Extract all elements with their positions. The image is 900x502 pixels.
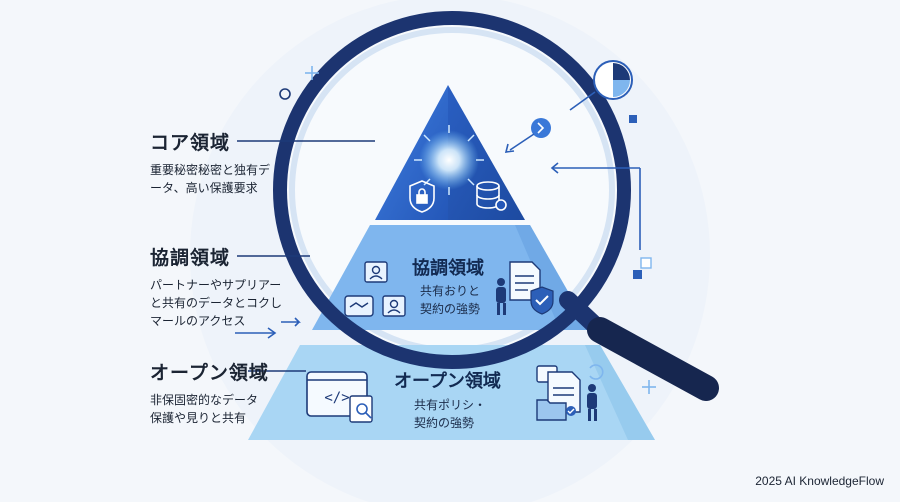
svg-text:</>: </> bbox=[324, 390, 349, 406]
folder-icon bbox=[536, 365, 581, 421]
shield-check-icon bbox=[530, 286, 554, 315]
middle-tier-description: 共有おりと 契約の強勢 bbox=[420, 284, 481, 316]
user-card-icon bbox=[364, 261, 406, 317]
arrow-icon bbox=[235, 91, 641, 339]
lock-shield-icon bbox=[409, 180, 435, 213]
tier-top bbox=[375, 85, 525, 220]
bottom-tier-description: 共有ポリシ・ 契約の強勢 bbox=[414, 398, 487, 430]
collab-title: 協調領域 bbox=[150, 247, 231, 269]
label-open: オープン領域 非保固密的なデータ 保護や見りと共有 bbox=[150, 358, 269, 427]
footer-credit: 2025 AI KnowledgeFlow bbox=[755, 474, 884, 488]
open-description: 非保固密的なデータ 保護や見りと共有 bbox=[150, 393, 259, 425]
handshake-icon bbox=[344, 295, 374, 317]
label-collab: 協調領域 パートナーやサプリアー と共有のデータとコクし マールのアクセス bbox=[150, 243, 282, 330]
core-glow bbox=[419, 130, 479, 190]
person-icon bbox=[496, 278, 506, 315]
magnifier-handle bbox=[559, 291, 719, 401]
database-icon bbox=[476, 181, 507, 211]
open-title: オープン領域 bbox=[150, 362, 269, 384]
person-icon bbox=[587, 384, 597, 421]
collab-description: パートナーやサプリアー と共有のデータとコクし マールのアクセス bbox=[150, 278, 283, 328]
code-window-icon: </> bbox=[306, 371, 373, 423]
connector-lines bbox=[237, 140, 375, 372]
pie-chart-icon bbox=[593, 60, 633, 100]
label-core: コア領域 重要秘密秘密と独有デ ータ、高い保護要求 bbox=[150, 128, 270, 197]
bottom-tier-title: オープン領域 bbox=[394, 371, 501, 392]
core-title: コア領域 bbox=[150, 132, 231, 154]
core-rays bbox=[414, 125, 484, 195]
magnifier-rim bbox=[273, 11, 631, 369]
decor-markers bbox=[279, 66, 656, 394]
core-description: 重要秘密秘密と独有デ ータ、高い保護要求 bbox=[150, 163, 271, 195]
middle-tier-title: 協調領域 bbox=[412, 258, 484, 279]
